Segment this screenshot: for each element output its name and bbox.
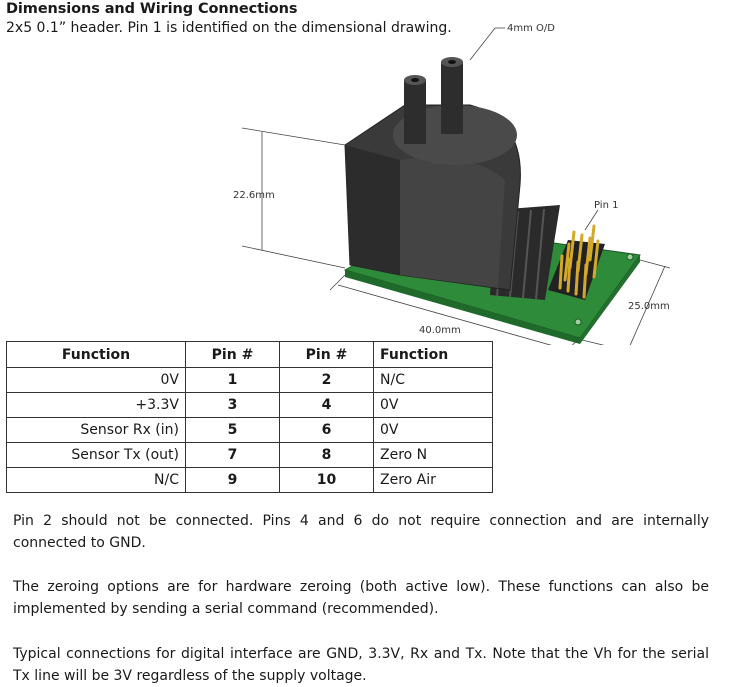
width-dimension-label: 40.0mm [419,325,461,336]
header-pin-left: Pin # [185,341,280,368]
cell-pin-left: 7 [185,442,280,468]
gas-tube-left [404,80,426,144]
cell-function-left: N/C [6,467,186,493]
cell-function-left: 0V [6,367,186,393]
od-dimension-label: 4mm O/D [507,23,555,34]
table-row: Sensor Rx (in) 5 6 0V [6,417,493,443]
table-row: +3.3V 3 4 0V [6,392,493,418]
cell-function-right: Zero Air [373,467,493,493]
note-digital-interface: Typical connections for digital interfac… [13,646,709,684]
sensor-body-shade [400,157,505,288]
cell-function-left: Sensor Tx (out) [6,442,186,468]
pcb-mount-hole [626,253,634,261]
gas-tube-right [441,62,463,134]
header-pins [558,224,600,299]
height-dimension-label: 22.6mm [233,190,275,201]
cell-pin-left: 1 [185,367,280,393]
pcb-board-edge [345,270,580,344]
pcb-mount-hole [574,318,582,326]
table-row: 0V 1 2 N/C [6,367,493,393]
note-zeroing: The zeroing options are for hardware zer… [13,579,709,617]
pcb-board-side [580,255,640,344]
section-subheading: 2x5 0.1” header. Pin 1 is identified on … [6,20,452,36]
header-pin-right: Pin # [279,341,374,368]
sensor-body-face [345,145,400,275]
cell-pin-right: 10 [279,467,374,493]
note-pin-connection: Pin 2 should not be connected. Pins 4 an… [13,513,709,551]
cell-pin-right: 2 [279,367,374,393]
cell-pin-left: 9 [185,467,280,493]
cell-pin-right: 4 [279,392,374,418]
cell-function-left: Sensor Rx (in) [6,417,186,443]
header-function-right: Function [373,341,493,368]
cell-function-right: Zero N [373,442,493,468]
cell-pin-left: 3 [185,392,280,418]
table-row: Sensor Tx (out) 7 8 Zero N [6,442,493,468]
table-row: N/C 9 10 Zero Air [6,467,493,493]
wiring-table: Function Pin # Pin # Function 0V 1 2 N/C… [6,341,493,493]
cell-function-right: 0V [373,417,493,443]
pin1-label: Pin 1 [594,200,618,211]
depth-dimension-label: 25.0mm [628,301,670,312]
cell-pin-right: 8 [279,442,374,468]
sensor-dimension-drawing: 4mm O/D 22.6mm Pin 1 25.0mm 40.0mm [233,23,671,345]
cell-function-left: +3.3V [6,392,186,418]
section-heading: Dimensions and Wiring Connections [6,1,298,17]
cell-pin-left: 5 [185,417,280,443]
cell-function-right: 0V [373,392,493,418]
cell-pin-right: 6 [279,417,374,443]
table-header-row: Function Pin # Pin # Function [6,341,493,368]
header-function-left: Function [6,341,186,368]
cell-function-right: N/C [373,367,493,393]
